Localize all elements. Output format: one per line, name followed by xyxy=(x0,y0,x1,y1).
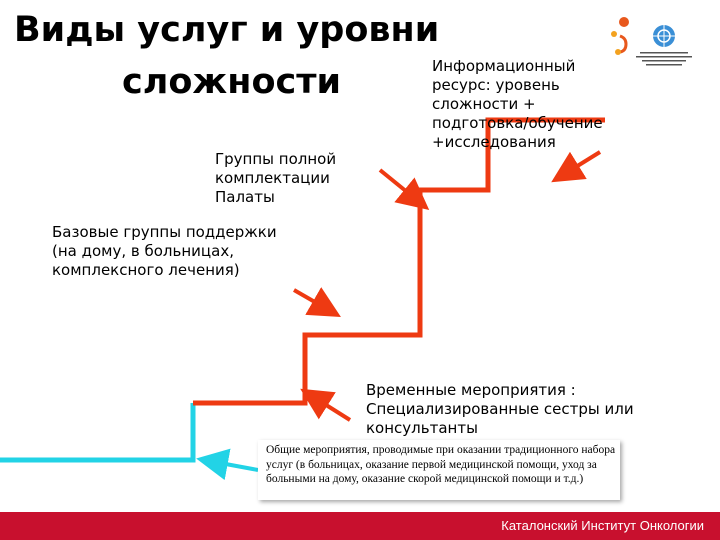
arrow-groups xyxy=(378,168,430,211)
arrow-info xyxy=(551,150,602,183)
label-general: Общие мероприятия, проводимые при оказан… xyxy=(266,444,616,485)
stairs-line xyxy=(193,117,605,406)
label-temporary: Временные мероприятия : Специализированн… xyxy=(366,381,634,437)
base-step-line xyxy=(0,403,196,463)
footer-bar xyxy=(0,512,720,540)
title-line-1: Виды услуг и уровни xyxy=(14,10,440,50)
label-basic-groups: Базовые группы поддержки (на дому, в бол… xyxy=(52,223,277,279)
general-box xyxy=(258,440,620,500)
title-line-2: сложности xyxy=(122,62,342,102)
footer-text: Каталонский Институт Онкологии xyxy=(501,518,704,533)
label-full-groups: Группы полной комплектации Палаты xyxy=(215,150,337,206)
un-emblem-icon xyxy=(636,25,692,66)
arrow-basic xyxy=(293,287,341,317)
org-logo-icon xyxy=(611,17,629,55)
arrow-general xyxy=(196,448,259,481)
label-info-resource: Информационный ресурс: уровень сложности… xyxy=(432,57,603,151)
page-title: Виды услуг и уровни сложности xyxy=(14,4,454,108)
arrow-temp xyxy=(300,388,352,422)
